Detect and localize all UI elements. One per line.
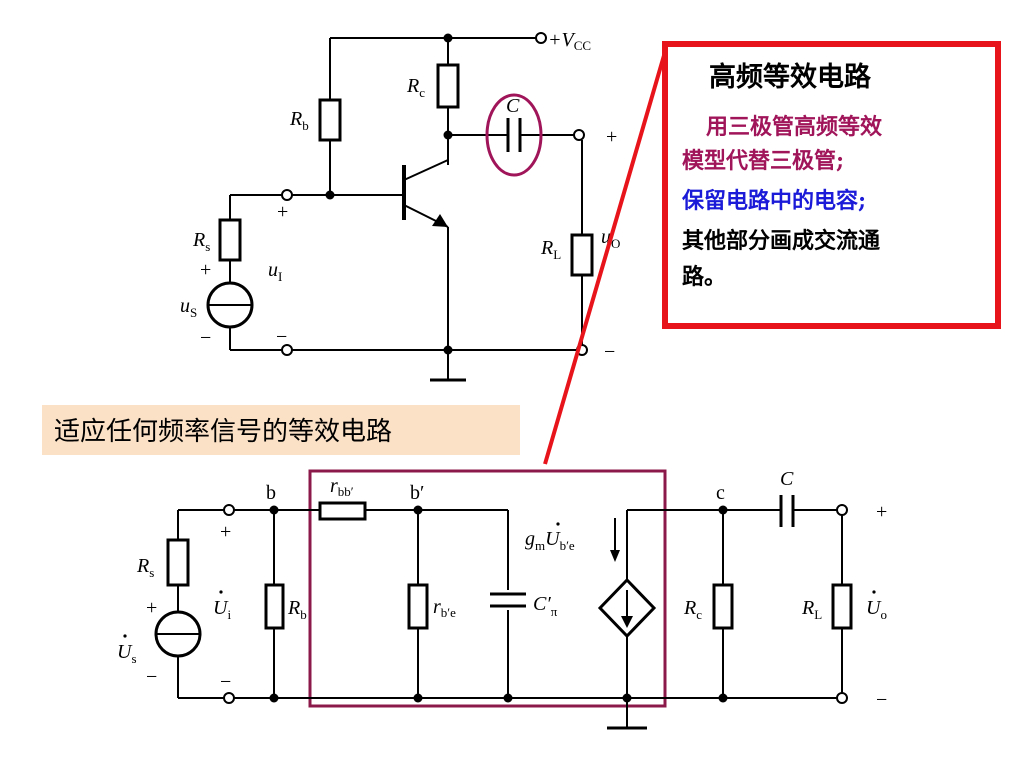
rbe-label: rb′e	[433, 596, 456, 620]
node-c-label: c	[716, 482, 725, 504]
top-amplifier-circuit: +VCC Rb Rc C + − + − Rs RL uO uI + uS −	[180, 29, 620, 382]
rc-label: Rc	[406, 75, 425, 100]
us-minus-bottom: −	[146, 666, 157, 688]
gm-label: gmUb′e	[525, 522, 575, 553]
rs-resistor	[218, 218, 242, 262]
callout-line2: 模型代替三极管;	[682, 148, 844, 174]
cpi-label: C′π	[533, 593, 558, 619]
input-plus: +	[277, 201, 288, 223]
output-plus: +	[606, 126, 617, 148]
rc-resistor	[436, 63, 460, 109]
rc-label-bottom: Rc	[683, 597, 702, 622]
bjt-transistor	[402, 159, 449, 350]
node-b-label: b	[266, 482, 276, 504]
us-plus: +	[200, 259, 211, 281]
uo-label: uO	[601, 226, 620, 251]
rb-resistor-bottom	[264, 583, 285, 630]
ui-label-bottom: Ui	[213, 590, 231, 622]
rc-resistor-bottom	[712, 583, 734, 630]
callout-title: 高频等效电路	[709, 61, 872, 93]
rl-resistor-bottom	[831, 583, 853, 630]
input-minus: −	[276, 326, 287, 348]
us-minus: −	[200, 327, 211, 349]
cap-label-bottom: C	[780, 468, 794, 490]
svg-text:gmUb′e: gmUb′e	[525, 528, 575, 553]
output-minus-bottom: −	[876, 689, 887, 711]
vcc-label: +VCC	[548, 29, 591, 53]
output-minus: −	[604, 341, 615, 363]
ui-label: uI	[268, 259, 282, 284]
callout-line3: 保留电路中的电容;	[681, 188, 866, 214]
capacitor-highlight	[485, 93, 543, 177]
rs-label: Rs	[192, 229, 210, 254]
svg-text:Us: Us	[117, 641, 137, 666]
rl-label-bottom: RL	[801, 597, 822, 622]
rs-label-bottom: Rs	[136, 555, 154, 580]
uo-label-bottom: Uo	[866, 590, 887, 622]
us-plus-bottom: +	[146, 597, 157, 619]
cap-label: C	[506, 95, 520, 117]
callout-line5: 路。	[682, 264, 726, 290]
svg-text:Uo: Uo	[866, 597, 887, 622]
rl-resistor	[570, 233, 594, 277]
us-label: uS	[180, 295, 197, 320]
us-label-bottom: Us	[117, 634, 137, 666]
callout-note: 高频等效电路 用三极管高频等效 模型代替三极管; 保留电路中的电容; 其他部分画…	[543, 41, 1001, 465]
rs-resistor-bottom	[166, 538, 190, 587]
output-plus-bottom: +	[876, 501, 887, 523]
svg-text:Ui: Ui	[213, 597, 231, 622]
input-plus-bottom: +	[220, 521, 231, 543]
rbb-label: rbb′	[330, 475, 354, 499]
callout-box	[662, 41, 1001, 329]
rb-resistor	[318, 98, 342, 142]
hybrid-pi-box	[308, 469, 667, 708]
node-bp-label: b′	[410, 482, 424, 504]
caption-text: 适应任何频率信号的等效电路	[54, 417, 392, 447]
rb-label-bottom: Rb	[287, 597, 307, 622]
rbb-resistor	[318, 501, 367, 521]
rl-label: RL	[540, 237, 561, 262]
input-minus-bottom: −	[220, 671, 231, 693]
high-frequency-equivalent-circuit: b b′ c rbb′ rb′e C′π gmUb′e Rs Rb Rc RL …	[117, 468, 887, 730]
callout-line4: 其他部分画成交流通	[682, 228, 880, 254]
rb-label: Rb	[289, 108, 309, 133]
callout-pointer	[543, 51, 667, 465]
equivalent-circuit-caption: 适应任何频率信号的等效电路	[42, 405, 520, 455]
callout-line1: 用三极管高频等效	[706, 114, 882, 140]
rbe-resistor	[407, 583, 429, 630]
